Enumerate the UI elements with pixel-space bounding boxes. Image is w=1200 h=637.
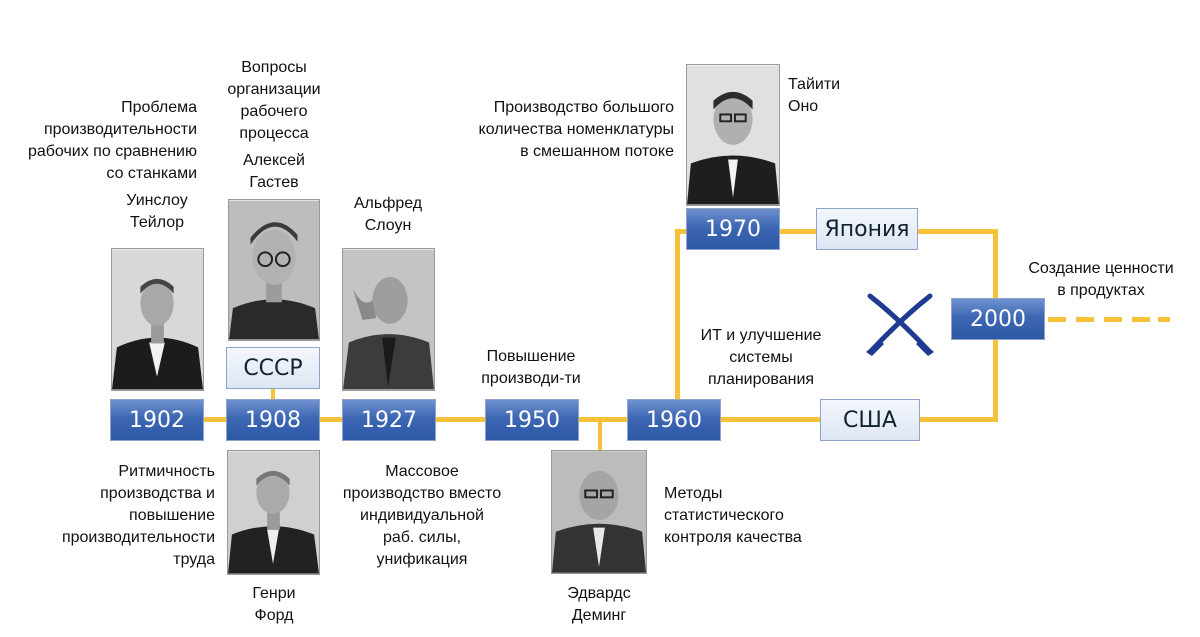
- future-dash-4: [1132, 317, 1150, 322]
- ohno-photo: [686, 64, 780, 206]
- timeline-left-riser: [675, 229, 680, 422]
- person-deming: Эдвардс Деминг: [567, 585, 631, 624]
- deming-photo: [551, 450, 647, 574]
- gastev-photo: [228, 199, 320, 341]
- note-mass-production: Массовое производство вместо индивидуаль…: [342, 463, 502, 568]
- place-ussr: СССР: [226, 347, 320, 389]
- future-dash-5: [1158, 317, 1170, 322]
- note-statistical-control: Методы статистического контроля качества: [664, 485, 802, 546]
- future-dash-1: [1048, 317, 1066, 322]
- deming-portrait-image: [552, 451, 646, 573]
- person-taylor: Уинслоу Тейлор: [126, 192, 188, 231]
- crossed-sabers-icon: [866, 293, 934, 356]
- note-rhythm: Ритмичность производства и повышение про…: [61, 463, 215, 568]
- person-sloan: Альфред Слоун: [353, 195, 423, 234]
- year-1902: 1902: [110, 399, 204, 441]
- note-productivity-increase: Повышение производи-ти: [481, 348, 581, 387]
- ford-photo: [227, 450, 320, 575]
- place-japan: Япония: [816, 208, 918, 250]
- year-2000: 2000: [951, 298, 1045, 340]
- deming-connector: [598, 420, 602, 452]
- future-dash-2: [1076, 317, 1094, 322]
- taylor-photo: [111, 248, 204, 391]
- place-usa: США: [820, 399, 920, 441]
- year-1960: 1960: [627, 399, 721, 441]
- year-1908: 1908: [226, 399, 320, 441]
- note-productivity-problem: Проблема производительности рабочих по с…: [27, 99, 197, 182]
- note-work-organization: Вопросы организации рабочего процесса: [227, 59, 321, 142]
- year-1970: 1970: [686, 208, 780, 250]
- taylor-portrait-image: [112, 249, 203, 390]
- note-it-planning: ИТ и улучшение системы планирования: [700, 327, 822, 388]
- sloan-portrait-image: [343, 249, 434, 390]
- future-dash-3: [1104, 317, 1122, 322]
- note-value-creation: Создание ценности в продуктах: [1028, 260, 1174, 299]
- person-gastev: Алексей Гастев: [243, 152, 305, 191]
- sloan-photo: [342, 248, 435, 391]
- person-ohno: Тайити Оно: [788, 76, 841, 115]
- person-ford: Генри Форд: [252, 585, 296, 624]
- year-1927: 1927: [342, 399, 436, 441]
- note-large-nomenclature: Производство большого количества номенкл…: [478, 99, 674, 160]
- ohno-portrait-image: [687, 65, 779, 205]
- gastev-portrait-image: [229, 200, 319, 340]
- year-1950: 1950: [485, 399, 579, 441]
- ford-portrait-image: [228, 451, 319, 574]
